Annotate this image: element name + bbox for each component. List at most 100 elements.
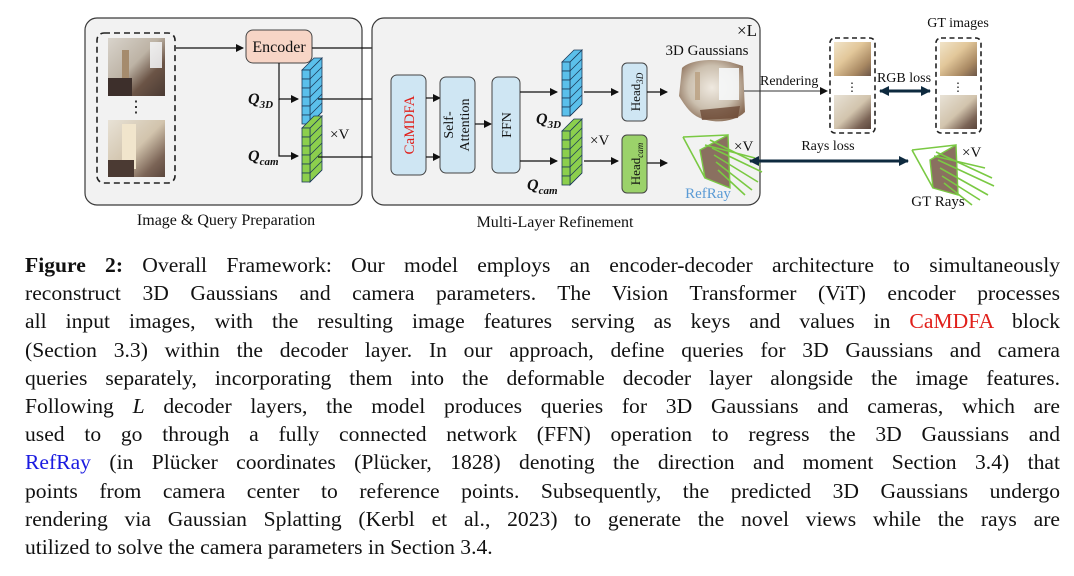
input-image-2 [108,120,165,177]
stack-diagonal [569,58,583,72]
stack-diagonal [309,93,323,107]
ray-line [682,136,706,179]
ray-line [715,161,753,191]
caption-text: reconstruct 3D Gaussians and camera para… [25,281,1060,306]
refined-qcam-feature-stack [561,118,583,186]
caption-line: utilized to solve the camera parameters … [25,533,1060,561]
ray-line [682,134,729,138]
caption-line: Figure 2: Overall Framework: Our model e… [25,251,1060,279]
ray-line [717,169,746,196]
input-images-group [96,32,176,184]
refine-times-v: ×V [590,133,609,149]
stack-cell [561,166,571,177]
caption-text: rendering via Gaussian Splatting (Kerbl … [25,506,1060,531]
stack-diagonal [569,163,583,177]
svg-text:⋮: ⋮ [952,80,964,94]
prep-times-v: ×V [330,127,349,143]
figure-caption: Figure 2: Overall Framework: Our model e… [25,251,1060,561]
stack-diagonal [569,76,583,90]
stack-diagonal [309,66,323,80]
refine-q3d-label: Q3D [536,111,561,131]
caption-line: Following L decoder layers, the model pr… [25,392,1060,420]
stack-diagonal [569,85,583,99]
caption-text: Following [25,393,133,418]
qcam-label: Qcam [248,148,279,168]
ray-line [711,147,763,173]
stack-diagonal [309,169,323,183]
stack-cell [561,148,571,159]
stack-diagonal [309,84,323,98]
stack-cell [561,97,571,108]
stack-diagonal [569,154,583,168]
stack-cell [561,106,571,117]
stack-cell [561,139,571,150]
stack-diagonal [309,124,323,138]
stack-diagonal [569,145,583,159]
encoder-block: Encoder [245,29,313,64]
stack-diagonal [569,103,583,117]
stack-diagonal [309,160,323,174]
stack-diagonal [309,133,323,147]
stack-cell [301,163,311,174]
prep-panel-label: Image & Query Preparation [137,212,315,229]
ray-line [911,144,957,151]
gt-camera-rays [911,143,995,206]
svg-text:FFN: FFN [500,112,515,138]
camdfa-block: CaMDFA [390,74,427,176]
ray-line [713,154,759,183]
stack-cell [301,78,311,89]
gaussians-label: 3D Gaussians [666,43,749,59]
input-image-1 [108,38,165,96]
svg-text:Self-: Self- [442,111,457,139]
refray-camera-rays [682,133,763,196]
gt-rays-label: GT Rays [911,194,965,210]
stack-cell [561,88,571,99]
stack-cell [301,87,311,98]
stack-diagonal [569,127,583,141]
caption-line: RefRay (in Plücker coordinates (Plücker,… [25,448,1060,476]
ray-line [939,167,989,196]
caption-line: all input images, with the resulting ima… [25,307,1060,335]
caption-text: (Section 3.3) within the decoder layer. … [25,337,1060,362]
svg-text:Encoder: Encoder [252,39,306,56]
svg-text:Headcam: Headcam [628,142,645,185]
gt-times-v: ×V [962,145,981,161]
ffn-block: FFN [491,76,521,174]
stack-cell [561,61,571,72]
caption-line: queries separately, incorporating them i… [25,364,1060,392]
stack-diagonal [569,136,583,150]
refray-label: RefRay [685,186,731,202]
ray-line [941,175,981,201]
refine-panel: ×L CaMDFA Self- Attention FFN Q3D Qcam ×… [371,17,763,206]
ray-line [933,155,986,169]
caption-text: utilized to solve the camera parameters … [25,534,493,559]
rays-loss-label: Rays loss [801,139,854,154]
framework-diagram: ⋮ Encoder Q3D Qcam ×V Image & Query Prep… [84,16,995,231]
stack-cell [561,79,571,90]
camdfa-reference: CaMDFA [909,309,994,334]
gt-images-group: ⋮ [935,37,982,134]
refine-panel-label: Multi-Layer Refinement [477,214,634,231]
caption-line: (Section 3.3) within the decoder layer. … [25,336,1060,364]
stack-diagonal [569,67,583,81]
caption-text: all input images, with the resulting ima… [25,309,910,334]
rendering-label: Rendering [760,74,818,89]
stack-cell [301,136,311,147]
figure-number: Figure 2: [25,253,124,277]
stack-diagonal [309,151,323,165]
images-ellipsis: ⋮ [128,99,144,116]
caption-text: decoder layers, the model produces queri… [144,393,1060,418]
rgb-loss-label: RGB loss [877,71,931,86]
ray-line [937,159,995,187]
ray-line [943,182,973,206]
caption-line: reconstruct 3D Gaussians and camera para… [25,279,1060,307]
stack-cell [301,172,311,183]
svg-text:Attention: Attention [458,99,473,152]
ray-line [911,149,934,189]
caption-text: Overall Framework: Our model employs an … [123,253,1060,277]
svg-text:⋮: ⋮ [846,80,858,94]
head-3d-block: Head3D [621,62,648,122]
rendered-images-group: ⋮ [829,37,876,134]
refray-times-v: ×V [734,139,753,155]
stack-cell [301,127,311,138]
